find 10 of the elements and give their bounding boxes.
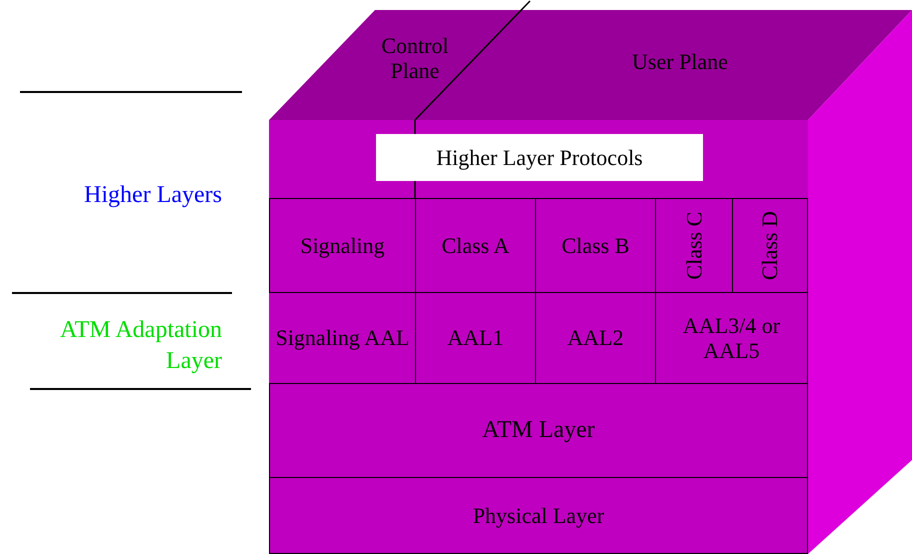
layer-label: ATM Adaptation Layer	[59, 316, 222, 376]
layer-cell: Class D	[732, 198, 808, 293]
layer-label: Higher Layers	[83, 181, 222, 210]
undefined: Signaling AAL	[269, 292, 416, 384]
plane-label: Control Plane	[360, 26, 470, 90]
layer-cell: Signaling	[269, 198, 416, 293]
protocol-box: Higher Layer Protocols	[376, 134, 703, 181]
plane-label: User Plane	[580, 42, 780, 82]
layer-cell: Physical Layer	[269, 477, 808, 554]
layer-cell: ATM Layer	[269, 383, 808, 478]
